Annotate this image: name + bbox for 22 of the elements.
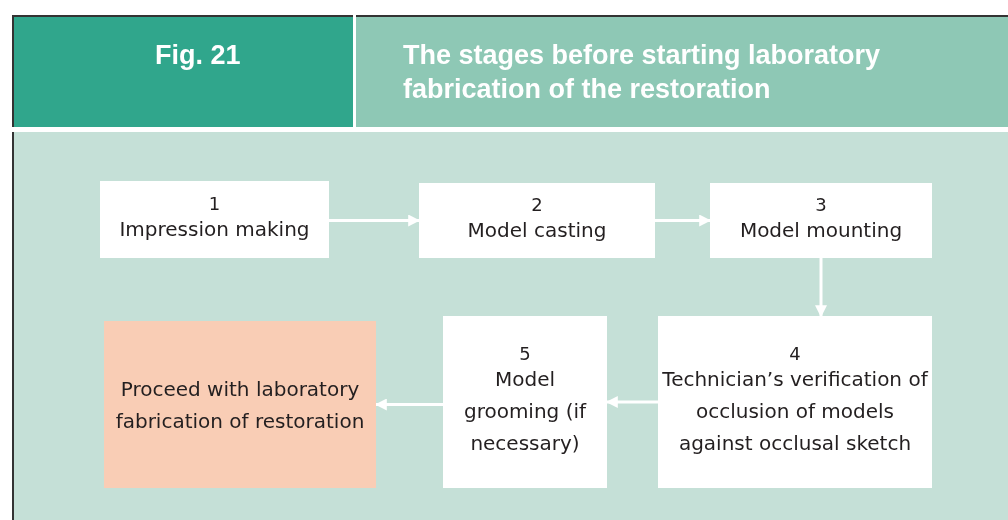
- result-box: [104, 321, 376, 488]
- figure-title: The stages before starting laboratory fabrication of the restoration: [403, 39, 882, 106]
- step-box: [100, 181, 329, 258]
- step-box: [710, 183, 932, 258]
- step-number: 2: [531, 195, 543, 214]
- step-text: Impression making: [119, 215, 310, 243]
- step-number: 1: [208, 194, 221, 213]
- step-number: 5: [519, 345, 531, 363]
- arrow: [329, 214, 421, 227]
- step-text: Technician’s verification of occlusion of models against occlusal sketch: [662, 366, 928, 457]
- step-text: Proceed with laboratory fabrication of restoration: [114, 375, 366, 435]
- arrow: [655, 214, 712, 227]
- step-number: 4: [789, 345, 801, 363]
- arrow: [815, 258, 827, 318]
- step-box: [658, 316, 932, 488]
- step-box: [443, 316, 607, 488]
- step-text: Model casting: [467, 216, 607, 244]
- step-text: Model mounting: [739, 216, 903, 244]
- step-number: 3: [815, 195, 827, 214]
- step-text: Model grooming (if necessary): [462, 366, 588, 457]
- figure-number: Fig. 21: [155, 39, 241, 72]
- step-box: [419, 183, 655, 258]
